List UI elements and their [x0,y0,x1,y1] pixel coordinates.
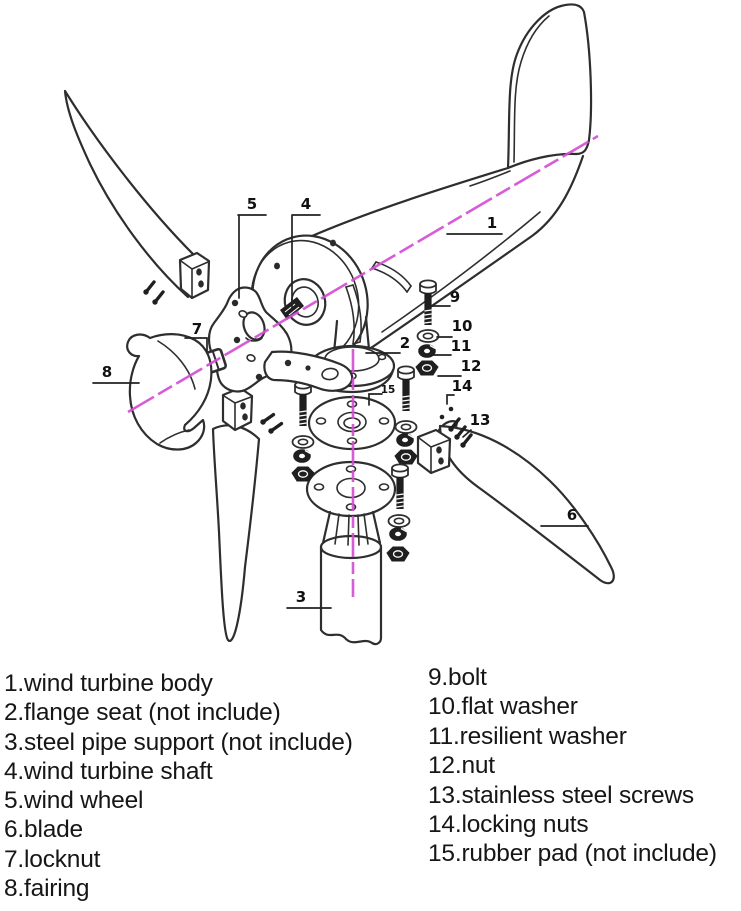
parts-list-item: 8.fairing [4,874,90,902]
callout-2: 2 [365,334,410,354]
callout-4: 4 [291,195,321,311]
parts-list-item: 9.bolt [428,664,487,691]
parts-list-item: 12.nut [428,752,495,780]
parts-list-item: 10.flat washer [428,693,578,721]
locking-nuts-drawing [439,406,454,420]
callout-3: 3 [286,588,332,609]
blade-screw-icon [150,290,165,307]
blade-screw-icon [265,418,284,438]
callout-1: 1 [446,214,503,235]
callout-label: 4 [301,195,311,213]
callout-9: 9 [428,288,460,307]
parts-list-item: 13.stainless steel screws [428,781,694,809]
callout-label: 1 [487,214,497,232]
support-funnel [321,510,382,546]
wind-wheel-arm [263,350,354,392]
blade-screw-icon [257,409,276,429]
turbine-body-drawing [250,3,593,394]
callout-10: 10 [436,317,473,338]
callout-15: 15 [368,384,396,406]
tail-fin [506,3,593,170]
blade-screw-icon [141,280,156,297]
parts-list-item: 1.wind turbine body [4,670,213,697]
callout-5: 5 [237,195,267,299]
callout-label: 15 [381,384,396,396]
pipe-drawing [319,534,383,646]
callout-label: 6 [567,506,577,524]
parts-list-item: 15.rubber pad (not include) [428,840,717,868]
parts-list-item: 3.steel pipe support (not include) [4,728,353,756]
exploded-diagram: 5 4 1 9 10 11 12 2 15 14 13 7 [63,3,615,646]
parts-list-item: 14.locking nuts [428,811,589,839]
parts-list-item: 6.blade [4,816,83,844]
parts-list-right: 9.bolt 10.flat washer 11.resilient washe… [428,663,717,869]
callout-11: 11 [432,337,472,356]
wind-wheel-drawing [207,286,354,393]
left-blade-bracket [178,251,211,300]
bottom-blade-bracket [221,386,254,432]
callout-label: 7 [192,320,202,338]
bolt-column-mid [394,365,418,465]
callout-label: 5 [247,195,257,213]
axis-line-diagonal [127,134,599,414]
parts-list-item: 11.resilient washer [428,722,627,750]
pipe-support-drawing [305,460,397,546]
parts-list-item: 7.locknut [4,845,101,873]
fairing-drawing [126,333,213,451]
callout-label: 2 [400,334,410,352]
callout-label: 3 [296,588,306,606]
callout-label: 8 [102,363,112,381]
callout-label: 12 [461,357,482,375]
right-blade-drawing [416,420,615,585]
callout-8: 8 [92,363,140,384]
left-blade-drawing [63,89,211,307]
callout-label: 9 [450,288,460,306]
callout-label: 13 [470,411,491,429]
callout-12: 12 [437,357,482,377]
parts-list-item: 2.flange seat (not include) [4,699,281,727]
right-blade-bracket [416,428,452,475]
callout-6: 6 [540,506,589,527]
callout-label: 14 [452,377,473,395]
callout-14: 14 [446,377,473,405]
parts-list-left: 1.wind turbine body 2.flange seat (not i… [4,669,353,903]
bottom-blade-drawing [211,386,284,643]
callout-label: 11 [451,337,472,355]
callout-13: 13 [462,411,491,438]
callout-7: 7 [184,320,208,352]
callout-label: 10 [452,317,473,335]
parts-list-item: 5.wind wheel [4,787,144,814]
parts-list-item: 4.wind turbine shaft [4,757,213,785]
